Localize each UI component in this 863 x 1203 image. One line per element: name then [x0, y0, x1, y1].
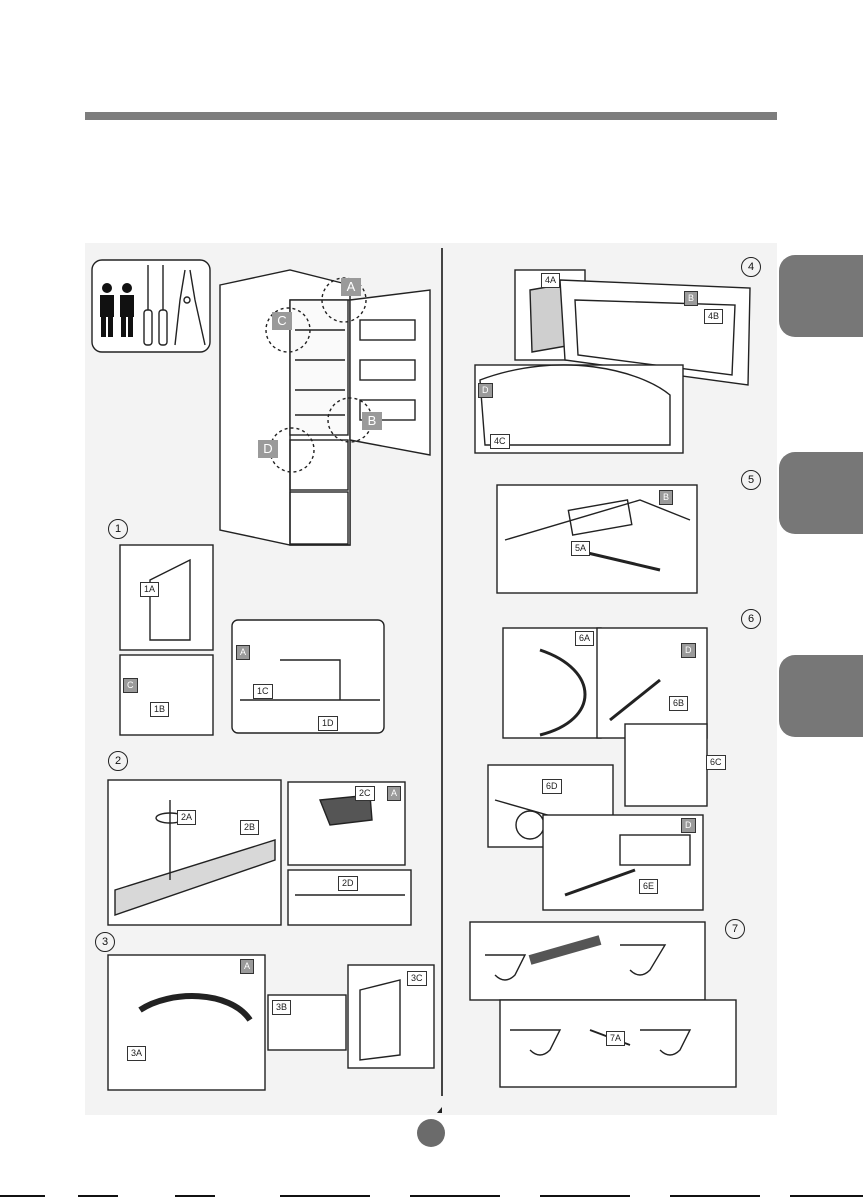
tag-6d: 6D — [542, 779, 562, 794]
step-number: 2 — [108, 751, 128, 771]
tag-6-d1: D — [681, 643, 696, 658]
footer-rule — [540, 1195, 630, 1197]
frame-6c — [625, 724, 707, 806]
footer-rule — [670, 1195, 760, 1197]
frame-1cd — [232, 620, 384, 733]
tag-2d: 2D — [338, 876, 358, 891]
page-marker-icon — [437, 1107, 442, 1113]
tag-3c: 3C — [407, 971, 427, 986]
tag-1a: 1A — [140, 582, 159, 597]
tag-5a: 5A — [571, 541, 590, 556]
tag-4-d: D — [478, 383, 493, 398]
tag-2c: 2C — [355, 786, 375, 801]
tag-4a: 4A — [541, 273, 560, 288]
tag-3a-corner: A — [240, 959, 254, 974]
step-number: 7 — [725, 919, 745, 939]
footer-rule — [0, 1195, 45, 1197]
frame-1b — [120, 655, 213, 735]
tag-6c: 6C — [706, 755, 726, 770]
tag-1b: 1B — [150, 702, 169, 717]
tag-1c-corner: C — [123, 678, 138, 693]
footer-rule — [78, 1195, 118, 1197]
tag-3a: 3A — [127, 1046, 146, 1061]
tag-3b: 3B — [272, 1000, 291, 1015]
tag-1a-corner: A — [236, 645, 250, 660]
tag-4b: 4B — [704, 309, 723, 324]
tag-1d: 1D — [318, 716, 338, 731]
corner-label-b: B — [362, 412, 382, 430]
tag-4c: 4C — [490, 434, 510, 449]
corner-label-d: D — [258, 440, 278, 458]
tag-1c: 1C — [253, 684, 273, 699]
tag-5-b: B — [659, 490, 673, 505]
tag-2a-corner: A — [387, 786, 401, 801]
step-number: 5 — [741, 470, 761, 490]
corner-label-c: C — [272, 312, 292, 330]
footer-rule — [175, 1195, 215, 1197]
tag-4-b: B — [684, 291, 698, 306]
footer-rule — [410, 1195, 500, 1197]
step-number: 4 — [741, 257, 761, 277]
frame-3a — [108, 955, 265, 1090]
step-number: 6 — [741, 609, 761, 629]
tag-2b: 2B — [240, 820, 259, 835]
frame-1a — [120, 545, 213, 650]
frame-7 — [470, 922, 705, 1000]
footer-rule — [790, 1195, 863, 1197]
refrigerator-drawing — [220, 270, 430, 545]
footer-rule — [280, 1195, 370, 1197]
tag-6e: 6E — [639, 879, 658, 894]
step-number: 1 — [108, 519, 128, 539]
tag-2a: 2A — [177, 810, 196, 825]
tag-6-d2: D — [681, 818, 696, 833]
page-number-dot — [417, 1119, 445, 1147]
tag-7a: 7A — [606, 1031, 625, 1046]
tag-6a: 6A — [575, 631, 594, 646]
tag-6b: 6B — [669, 696, 688, 711]
corner-label-a: A — [341, 278, 361, 296]
step-number: 3 — [95, 932, 115, 952]
